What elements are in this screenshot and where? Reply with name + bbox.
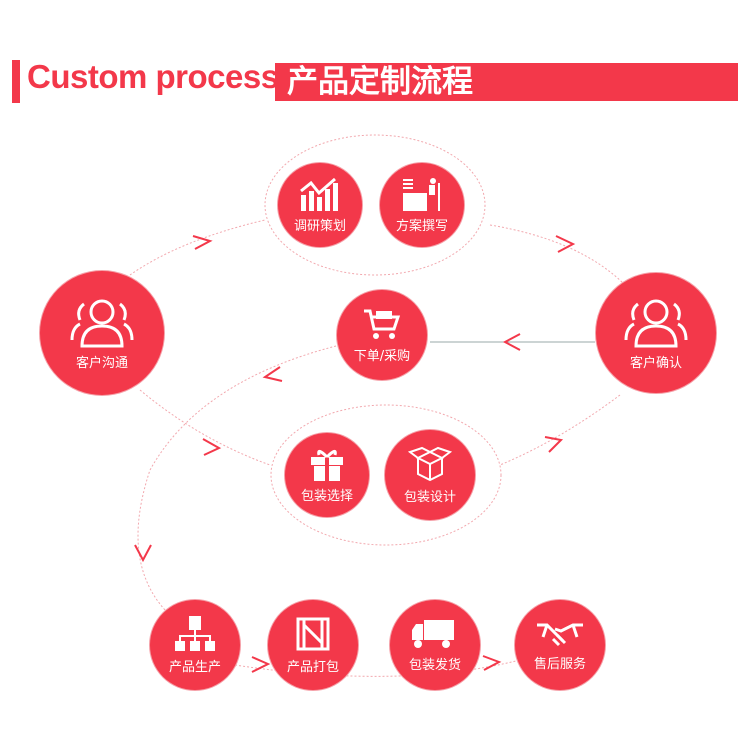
arrow-icon <box>251 656 271 673</box>
step-label: 客户确认 <box>629 355 682 371</box>
crate-icon <box>296 617 330 650</box>
step-label: 售后服务 <box>533 656 586 672</box>
step-label: 包装发货 <box>408 657 461 673</box>
step-aftersale: 售后服务 <box>515 600 605 690</box>
step-label: 包装设计 <box>403 489 456 505</box>
step-pack-select: 包装选择 <box>285 433 369 517</box>
users-icon <box>70 299 134 347</box>
group-ellipse-top <box>264 134 486 276</box>
arrow-icon <box>202 438 222 456</box>
step-label: 方案撰写 <box>395 218 448 234</box>
gift-icon <box>311 449 343 481</box>
growth-chart-icon <box>300 177 338 211</box>
step-proposal: 方案撰写 <box>380 163 464 247</box>
title-accent-bar <box>12 60 20 103</box>
connector-order-produce <box>137 344 341 611</box>
title-english: Custom process <box>27 58 279 95</box>
title-banner: 产品定制流程 <box>275 63 738 101</box>
handshake-icon <box>537 623 583 646</box>
step-communicate: 客户沟通 <box>40 271 164 395</box>
arrow-icon <box>262 366 283 382</box>
step-label: 下单/采购 <box>353 348 411 364</box>
arrow-icon <box>134 544 152 563</box>
users-icon <box>624 299 688 347</box>
step-ship: 包装发货 <box>390 600 480 690</box>
arrow-icon <box>555 235 576 253</box>
organization-icon <box>175 615 215 651</box>
step-label: 客户沟通 <box>75 355 128 371</box>
title-chinese: 产品定制流程 <box>287 64 473 100</box>
step-produce: 产品生产 <box>150 600 240 690</box>
shopping-cart-icon <box>364 309 401 339</box>
connector-communicate-packselect <box>139 389 271 466</box>
step-research: 调研策划 <box>278 163 362 247</box>
step-pack-design: 包装设计 <box>385 430 475 520</box>
group-ellipse-middle <box>270 404 502 546</box>
step-order: 下单/采购 <box>337 290 427 380</box>
arrow-icon <box>482 655 502 671</box>
desk-writing-icon <box>403 177 440 211</box>
delivery-truck-icon <box>412 619 454 648</box>
step-label: 产品生产 <box>168 659 221 675</box>
step-packing: 产品打包 <box>268 600 358 690</box>
arrow-icon <box>192 235 213 250</box>
open-box-icon <box>408 446 452 481</box>
step-label: 产品打包 <box>286 659 339 675</box>
arrow-icon <box>502 333 521 351</box>
connector-proposal-confirm <box>489 224 626 286</box>
connector-confirm-packdesign <box>499 394 621 466</box>
step-label: 包装选择 <box>300 488 353 504</box>
arrow-icon <box>544 436 564 453</box>
step-confirm: 客户确认 <box>596 273 716 393</box>
step-label: 调研策划 <box>293 218 346 234</box>
